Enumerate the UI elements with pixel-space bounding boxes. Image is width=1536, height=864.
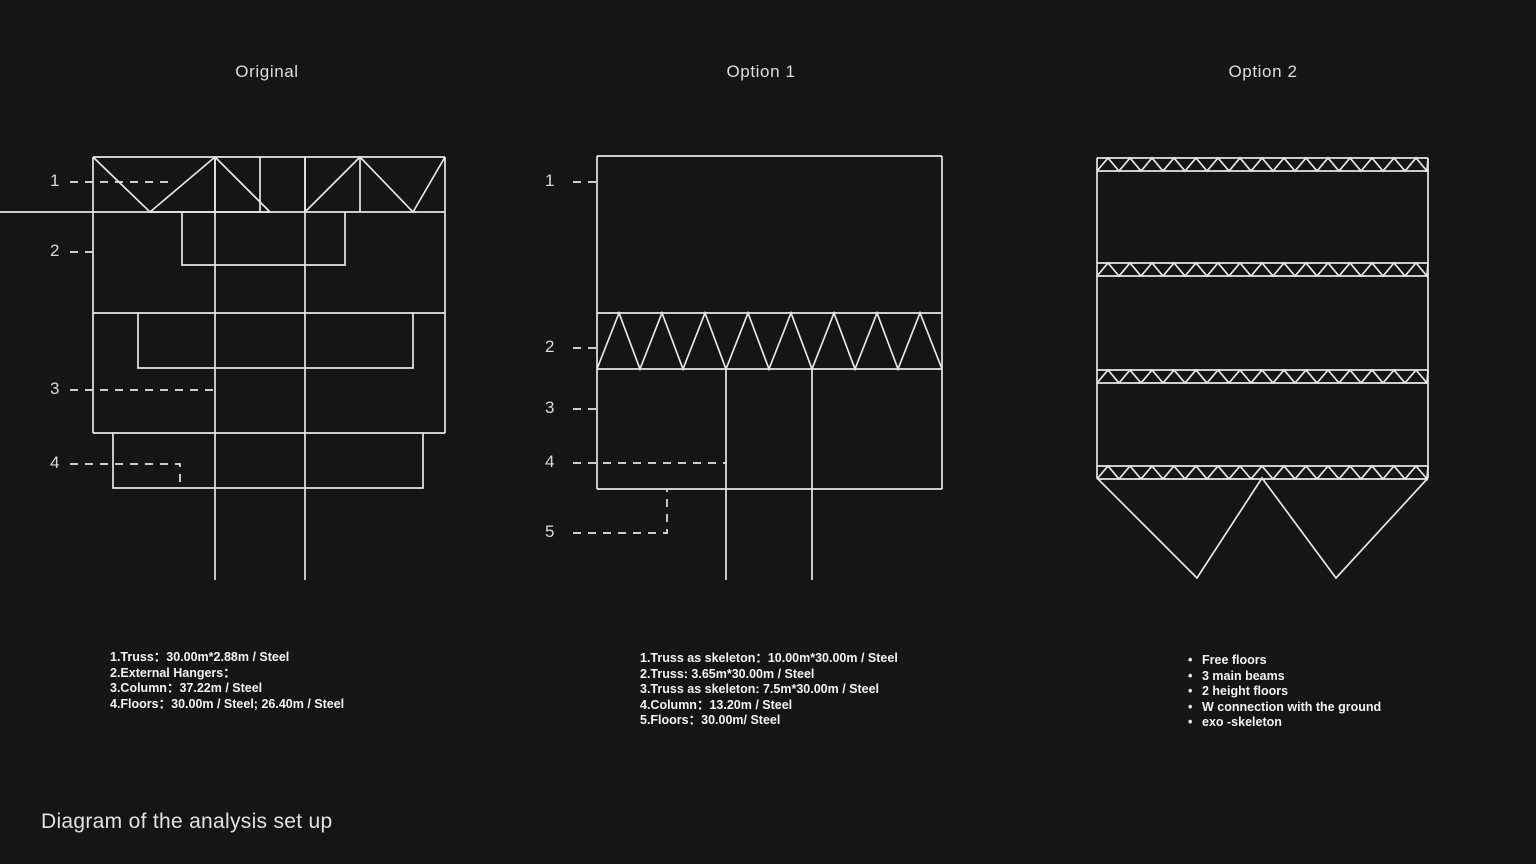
figure-caption: Diagram of the analysis set up (41, 810, 333, 833)
callout-original-3: 3 (50, 379, 60, 398)
legend-item: 4.Floors：30.00m / Steel; 26.40m / Steel (110, 696, 345, 711)
callout-original-4: 4 (50, 453, 60, 472)
legend-item: Free floors (1188, 653, 1381, 669)
legend-option-2: Free floors 3 main beams 2 height floors… (1188, 653, 1381, 731)
drawing-option-1 (596, 155, 943, 580)
legend-item: 3.Column：37.22m / Steel (110, 681, 263, 696)
callout-leaders-option-1 (573, 181, 726, 534)
legend-item: 2.Truss: 3.65m*30.00m / Steel (640, 666, 815, 681)
legend-item: 3 main beams (1188, 669, 1381, 685)
callout-leaders-original (70, 181, 215, 484)
column-title-option-2: Option 2 (1228, 62, 1298, 81)
legend-item: 4.Column：13.20m / Steel (640, 697, 793, 712)
callout-original-2: 2 (50, 241, 60, 260)
legend-original: 1.Truss：30.00m*2.88m / Steel 2.External … (110, 650, 344, 712)
legend-item: 5.Floors：30.00m/ Steel (640, 713, 781, 728)
column-title-original: Original (235, 62, 299, 81)
callout-original-1: 1 (50, 171, 60, 190)
legend-item: 2 height floors (1188, 684, 1381, 700)
drawing-original (0, 155, 446, 580)
callout-option1-1: 1 (545, 171, 555, 190)
legend-item: exo -skeleton (1188, 715, 1381, 731)
drawing-option-2 (1096, 156, 1429, 580)
column-title-option-1: Option 1 (726, 62, 796, 81)
legend-item: W connection with the ground (1188, 700, 1381, 716)
legend-item: 2.External Hangers： (110, 665, 236, 680)
callout-option1-2: 2 (545, 337, 555, 356)
legend-item: 3.Truss as skeleton: 7.5m*30.00m / Steel (640, 682, 880, 697)
legend-option-1: 1.Truss as skeleton：10.00m*30.00m / Stee… (640, 651, 898, 729)
callout-option1-5: 5 (545, 522, 555, 541)
legend-item: 1.Truss：30.00m*2.88m / Steel (110, 650, 290, 664)
callout-option1-4: 4 (545, 452, 555, 471)
legend-item: 1.Truss as skeleton：10.00m*30.00m / Stee… (640, 651, 898, 665)
callout-option1-3: 3 (545, 398, 555, 417)
